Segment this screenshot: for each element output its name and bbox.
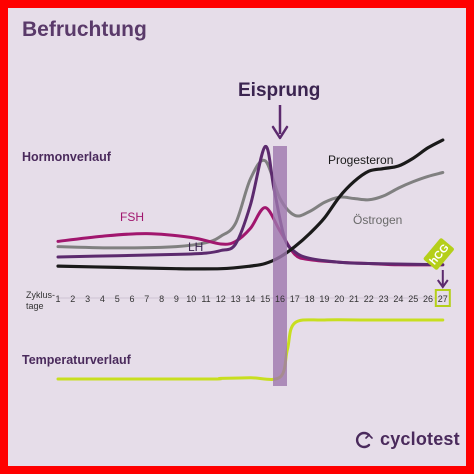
x-tick-label: 9 <box>174 294 179 304</box>
x-tick-label: 8 <box>159 294 164 304</box>
x-tick-label: 13 <box>231 294 241 304</box>
hcg-arrow-head <box>436 279 449 289</box>
brand-name: cyclotest <box>380 429 460 449</box>
x-tick-label: 21 <box>349 294 359 304</box>
cycle-days-label: Zyklus- tage <box>26 290 55 311</box>
progesterone-label: Progesteron <box>328 153 394 167</box>
fsh-label: FSH <box>120 210 144 224</box>
series-group <box>56 138 445 381</box>
x-tick-label: 16 <box>275 294 285 304</box>
estrogen-label: Östrogen <box>353 213 403 227</box>
x-tick-label: 26 <box>423 294 433 304</box>
temperature-section-label: Temperaturverlauf <box>22 353 131 367</box>
hcg-badge-bg <box>423 238 454 270</box>
x-tick-label: 18 <box>305 294 315 304</box>
arrow-head <box>271 125 289 140</box>
page-title: Befruchtung <box>22 18 147 41</box>
x-tick-label: 14 <box>245 294 255 304</box>
x-tick-label: 24 <box>393 294 403 304</box>
x-tick-label: 22 <box>364 294 374 304</box>
x-tick-label: 4 <box>100 294 105 304</box>
brand-logo: cyclotest <box>354 429 460 450</box>
x-tick-label: 1 <box>55 294 60 304</box>
cyclotest-logo-icon <box>355 431 373 448</box>
hcg-day-box <box>434 289 451 307</box>
lh-line <box>56 144 445 267</box>
x-tick-label: 19 <box>319 294 329 304</box>
hormone-section-label: Hormonverlauf <box>22 150 111 164</box>
x-tick-label: 20 <box>334 294 344 304</box>
x-tick-label: 3 <box>85 294 90 304</box>
x-tick-label: 23 <box>379 294 389 304</box>
x-tick-label: 27 <box>438 294 448 304</box>
x-tick-label: 7 <box>144 294 149 304</box>
progesterone-line <box>56 138 445 271</box>
ovulation-band <box>273 146 287 386</box>
x-tick-label: 15 <box>260 294 270 304</box>
ovulation-label: Eisprung <box>238 80 321 101</box>
hcg-marker: hCG <box>423 238 454 307</box>
x-tick-label: 5 <box>115 294 120 304</box>
x-tick-label: 10 <box>186 294 196 304</box>
x-tick-label: 25 <box>408 294 418 304</box>
x-tick-label: 2 <box>70 294 75 304</box>
x-tick-label: 6 <box>129 294 134 304</box>
x-tick-label: 12 <box>216 294 226 304</box>
ovulation-arrow-icon <box>271 105 289 140</box>
lh-label: LH <box>188 240 204 254</box>
x-tick-label: 11 <box>201 294 210 304</box>
x-tick-label: 17 <box>290 294 300 304</box>
temperature-line <box>56 318 445 381</box>
